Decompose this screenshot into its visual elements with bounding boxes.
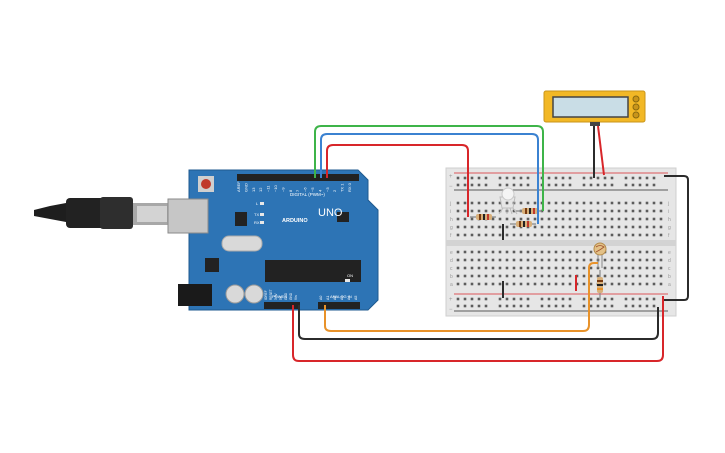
rx-label: RX	[254, 220, 260, 225]
analog-pin-label: A4	[347, 296, 351, 300]
power-pin-label: GND	[289, 292, 293, 300]
breadboard-row-letter: c	[668, 266, 671, 272]
board-brand-label: ARDUINO	[282, 218, 308, 224]
digital-header	[237, 174, 359, 181]
atmega-chip	[265, 260, 361, 282]
analog-pin-label: A2	[333, 296, 337, 300]
rail-plus-top: +	[449, 174, 453, 180]
analog-pin-label: A5	[354, 296, 358, 300]
digital-pin-label: ~11	[266, 185, 271, 192]
power-pin-label: Vin	[294, 295, 298, 300]
lcd-display[interactable]	[543, 90, 646, 126]
breadboard-row-letter: a	[450, 282, 453, 288]
breadboard-row-letter: g	[668, 225, 671, 231]
analog-header	[318, 302, 360, 309]
breadboard-row-letter: f	[668, 233, 670, 239]
rail-plus-bottom: +	[449, 297, 453, 303]
wire-red[interactable]	[597, 125, 605, 176]
power-pin-label: GND	[284, 292, 288, 300]
digital-pin-label: ~9	[280, 187, 285, 192]
analog-label: ANALOG IN	[330, 294, 352, 299]
analog-pin-label: A0	[319, 296, 323, 300]
dc-power-jack	[178, 284, 212, 306]
breadboard-row-letter: b	[450, 274, 453, 280]
breadboard-row-letter: h	[668, 217, 671, 223]
breadboard-row-letter: b	[668, 274, 671, 280]
digital-pin-label: TX 1	[340, 183, 345, 192]
power-header	[264, 302, 300, 309]
breadboard-row-letter: d	[450, 258, 453, 264]
wire-orange[interactable]	[324, 262, 598, 332]
breadboard-row-letter: h	[450, 217, 453, 223]
power-pin-label: IOREF	[264, 290, 268, 300]
digital-pin-label: 2	[332, 189, 337, 192]
analog-pin-label: A3	[340, 296, 344, 300]
rail-minus-top: −	[449, 184, 453, 190]
breadboard-row-letter: g	[450, 225, 453, 231]
board-model-label: UNO	[318, 207, 343, 219]
breadboard-row-letter: j	[667, 201, 669, 207]
power-pin-label: 3.3V	[274, 293, 278, 300]
resistor[interactable]	[516, 208, 542, 214]
wire-green[interactable]	[314, 125, 544, 211]
wires	[292, 125, 689, 362]
digital-pin-label: 7	[295, 189, 300, 192]
wire-red[interactable]	[326, 144, 469, 217]
breadboard-row-letter: i	[450, 209, 451, 215]
digital-pin-label: 8	[288, 189, 293, 192]
wire-red[interactable]	[292, 296, 664, 362]
breadboard-row-letter: f	[450, 233, 452, 239]
on-label: ON	[347, 273, 353, 278]
digital-pin-label: 12	[258, 187, 263, 192]
breadboard-row-letter: i	[668, 209, 669, 215]
resistor[interactable]	[597, 270, 603, 300]
wire-black[interactable]	[664, 175, 689, 301]
analog-pin-label: A1	[326, 296, 330, 300]
power-pin-label: 5V	[279, 295, 283, 300]
photoresistor[interactable]	[593, 242, 607, 268]
wire-blue[interactable]	[320, 133, 539, 224]
digital-header-label: DIGITAL (PWM~)	[290, 192, 325, 197]
digital-pin-label: RX 0	[347, 182, 352, 192]
digital-pin-label: ~10	[273, 184, 278, 192]
digital-pin-label: AREF	[236, 181, 241, 192]
digital-pin-label: 13	[251, 187, 256, 192]
breadboard-row-letter: c	[450, 266, 453, 272]
wire-black[interactable]	[298, 305, 659, 340]
rgb-led[interactable]	[498, 187, 518, 215]
tx-label: TX	[254, 212, 259, 217]
digital-pin-label: 4	[317, 189, 322, 192]
breadboard: + − + −	[445, 167, 677, 317]
digital-pin-label: ~5	[310, 187, 315, 192]
resistor[interactable]	[470, 214, 496, 220]
breadboard-row-letter: e	[668, 250, 671, 256]
power-pin-label: RESET	[269, 289, 273, 300]
digital-pin-label: ~6	[303, 187, 308, 192]
arduino-board: UNO ARDUINO DIGITAL (PWM~) POWER ANALOG …	[167, 169, 379, 311]
usb-cable[interactable]	[34, 197, 171, 229]
breadboard-row-letter: j	[449, 201, 451, 207]
l-label: L	[256, 201, 259, 206]
usb-jack	[167, 198, 209, 234]
breadboard-row-letter: e	[450, 250, 453, 256]
breadboard-row-letter: a	[668, 282, 671, 288]
digital-pin-label: ~3	[325, 187, 330, 192]
digital-pin-label: GND	[243, 183, 248, 192]
resistor[interactable]	[510, 221, 536, 227]
power-label: POWER	[272, 294, 287, 299]
rail-minus-bottom: −	[449, 307, 453, 313]
breadboard-row-letter: d	[668, 258, 671, 264]
